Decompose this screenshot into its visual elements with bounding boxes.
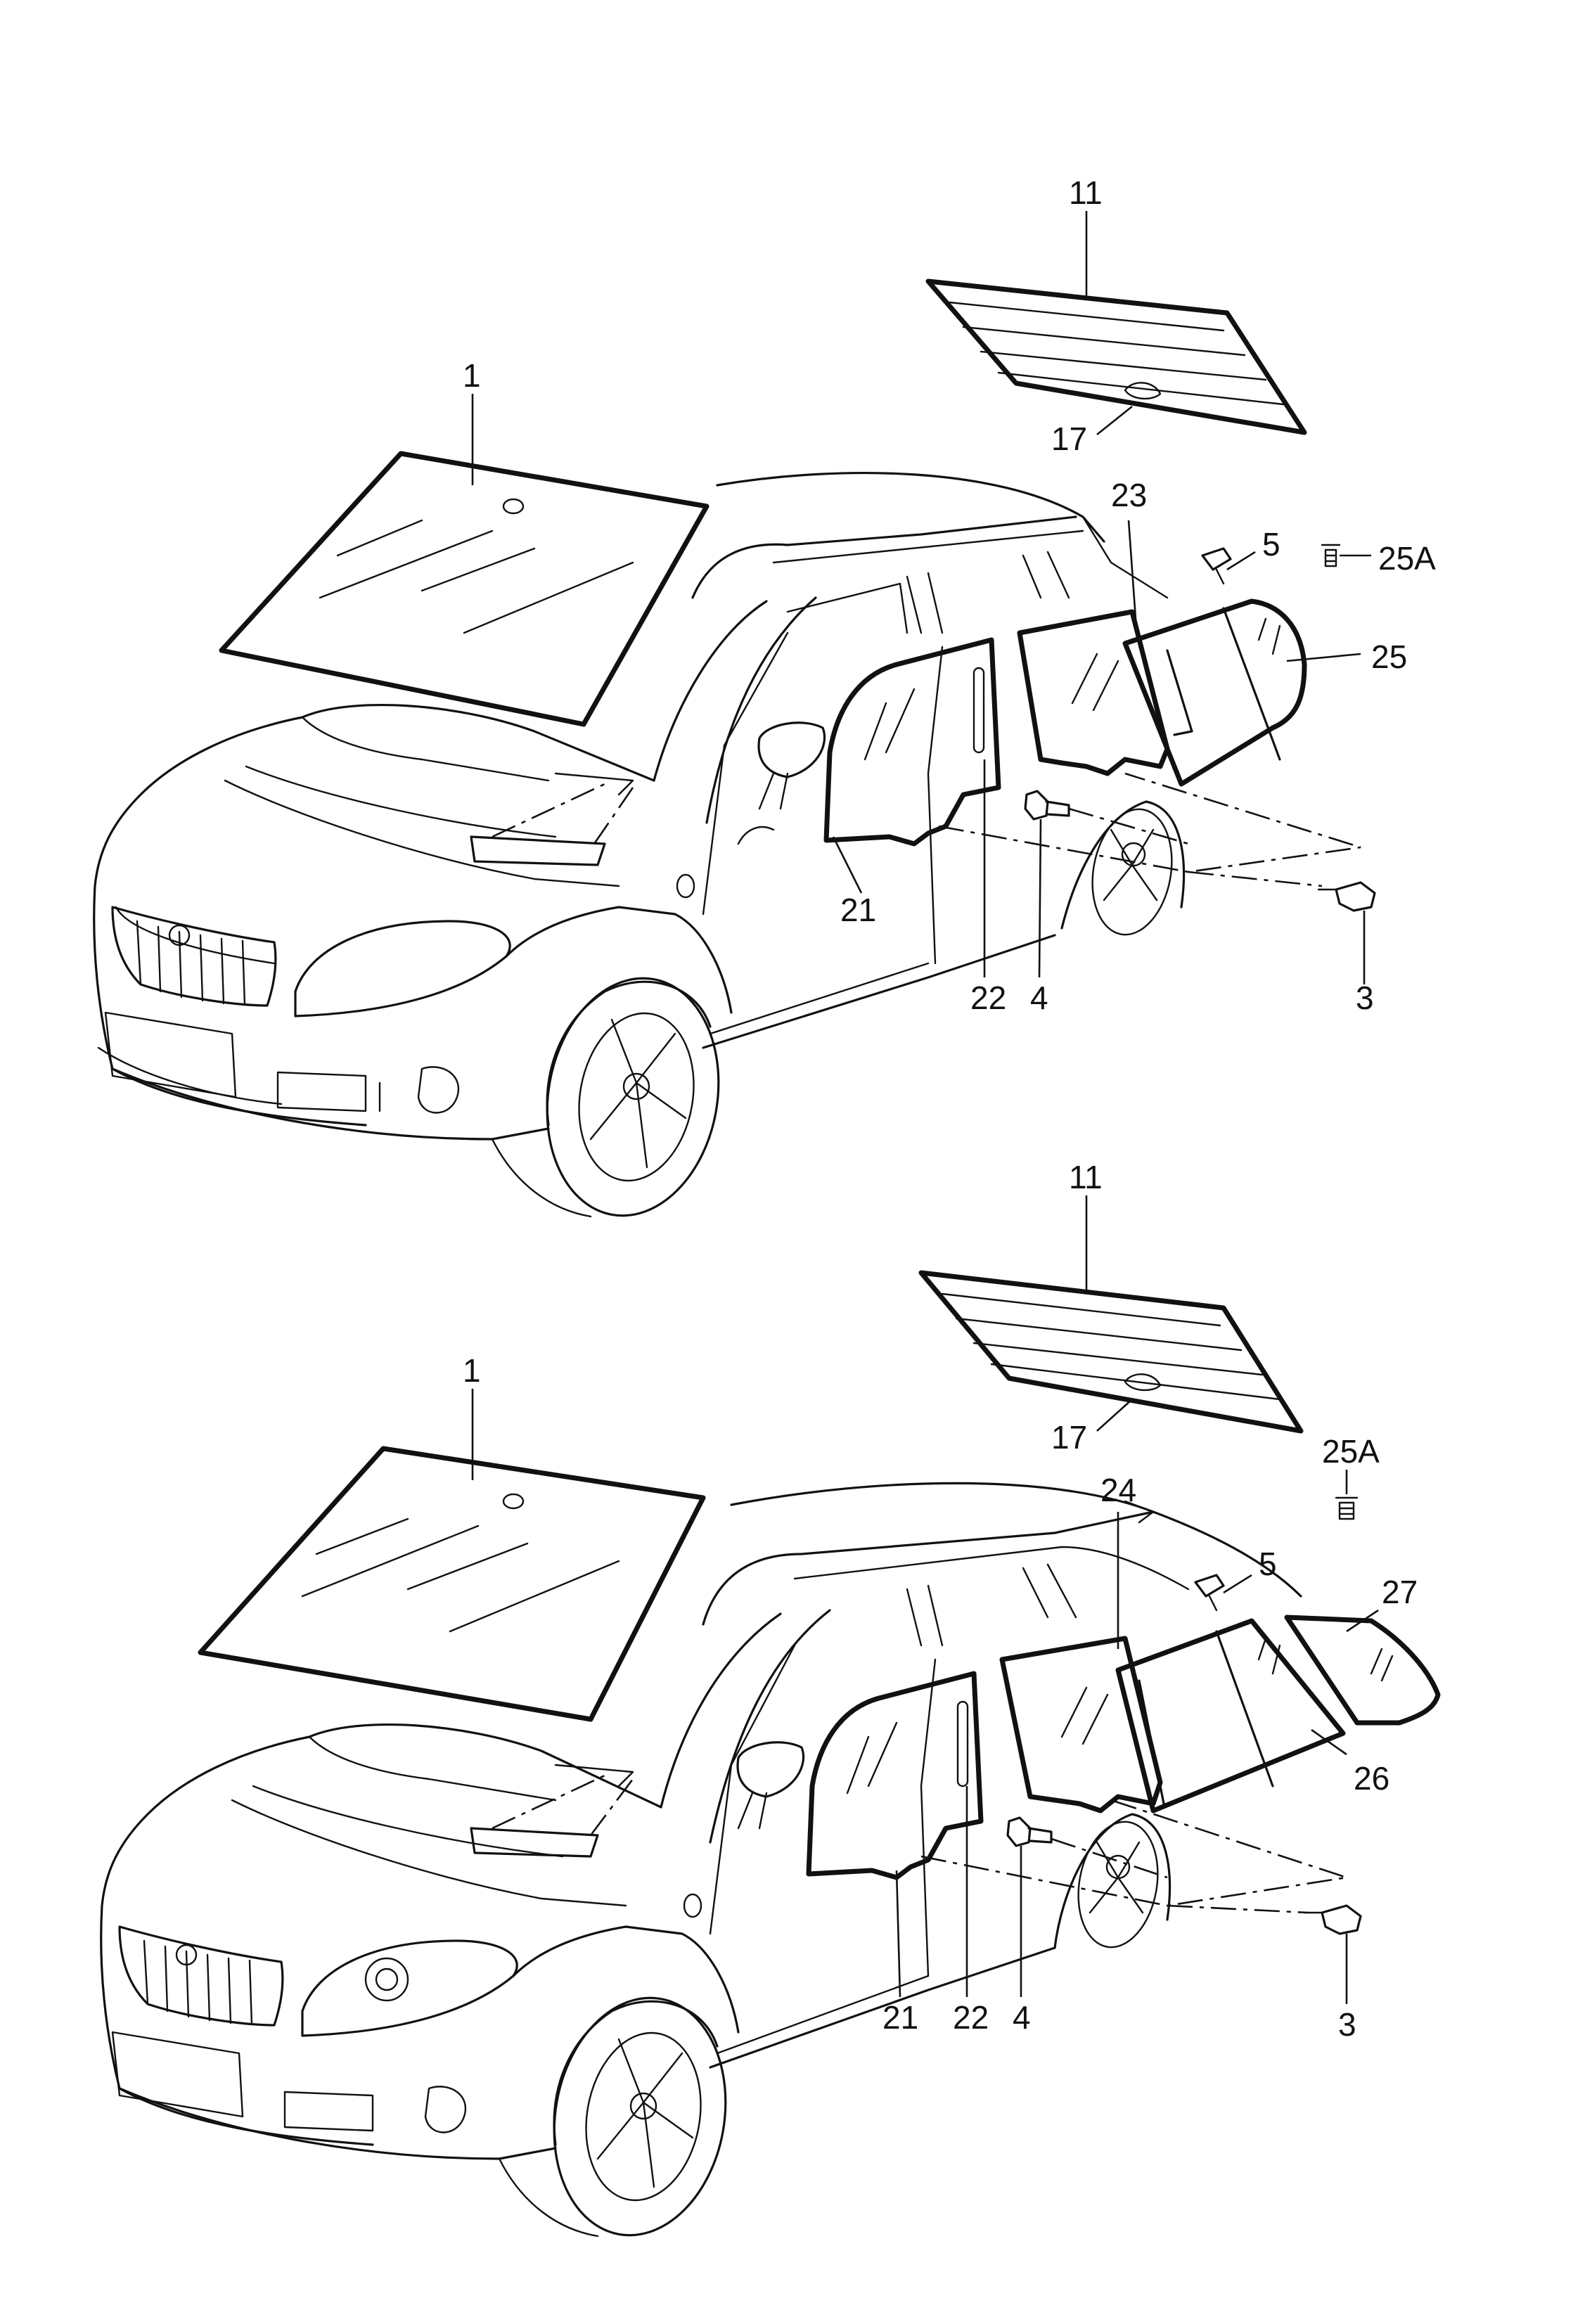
- bottom-assembly: 1 11 17 24 25A 5 27 26 21 22 4 3: [100, 1159, 1441, 2238]
- bottom-callouts: 1 11 17 24 25A 5 27 26 21 22 4 3: [463, 1159, 1418, 2043]
- bottom-windshield: [198, 1446, 706, 1722]
- callout-4: 4: [1013, 1999, 1031, 2036]
- bottom-door-glass-21: [806, 1671, 984, 1880]
- callout-25A: 25A: [1322, 1433, 1380, 1470]
- callout-5: 5: [1259, 1546, 1277, 1582]
- bottom-car-body: [100, 1482, 1302, 2238]
- top-callouts: 1 11 17 23 5 25A 25 21 22 4 3: [463, 174, 1436, 1016]
- callout-26: 26: [1354, 1760, 1389, 1797]
- callout-11: 11: [1069, 174, 1103, 211]
- bottom-cowl-vent: [470, 1764, 634, 1858]
- callout-25: 25: [1371, 638, 1407, 675]
- bottom-quarter-glass-26: [1115, 1618, 1346, 1813]
- callout-4: 4: [1030, 980, 1048, 1016]
- callout-25A: 25A: [1378, 540, 1436, 577]
- callout-1: 1: [463, 1352, 481, 1389]
- callout-5: 5: [1262, 526, 1280, 563]
- bottom-rear-window: [918, 1270, 1304, 1434]
- callout-27: 27: [1382, 1574, 1418, 1610]
- callout-22: 22: [970, 980, 1006, 1016]
- bottom-clip-3: [1303, 1904, 1362, 1935]
- bottom-door-glass-24: [999, 1636, 1163, 1813]
- callout-11: 11: [1069, 1159, 1103, 1195]
- top-seal-22: [972, 667, 985, 754]
- callout-22: 22: [953, 1999, 989, 2036]
- top-fasteners: [938, 544, 1376, 912]
- top-clip-5: [1201, 547, 1232, 585]
- top-clip-3: [1317, 881, 1376, 912]
- top-cowl-vent: [470, 772, 634, 866]
- callout-23: 23: [1111, 477, 1147, 513]
- top-stud-4: [1024, 790, 1070, 821]
- callout-3: 3: [1338, 2006, 1356, 2043]
- callout-3: 3: [1356, 980, 1374, 1016]
- bottom-seal-22: [956, 1700, 969, 1787]
- top-car-body: [93, 471, 1186, 1218]
- callout-17: 17: [1051, 420, 1087, 457]
- top-door-glass-21: [823, 637, 1001, 847]
- top-rear-window: [925, 278, 1307, 435]
- callout-21: 21: [882, 1999, 918, 2036]
- top-assembly: 1 11 17 23 5 25A 25 21 22 4 3: [93, 174, 1436, 1218]
- top-quarter-glass-25: [1122, 598, 1307, 787]
- bottom-clip-5: [1194, 1574, 1225, 1612]
- callout-24: 24: [1100, 1472, 1136, 1508]
- bottom-fastener-symbol-25A: [1335, 1496, 1359, 1520]
- callout-1: 1: [463, 357, 481, 394]
- callout-17: 17: [1051, 1419, 1087, 1456]
- top-door-glass-23: [1017, 609, 1170, 776]
- top-fastener-symbol-25A: [1321, 544, 1341, 567]
- bottom-quarter-glass-27: [1284, 1614, 1441, 1726]
- bottom-stud-4: [1006, 1816, 1053, 1847]
- callout-21: 21: [840, 892, 876, 928]
- top-windshield: [219, 451, 710, 727]
- bottom-leaders: [471, 1195, 1379, 2004]
- bottom-fasteners: [920, 1496, 1362, 1935]
- top-leaders: [471, 211, 1371, 984]
